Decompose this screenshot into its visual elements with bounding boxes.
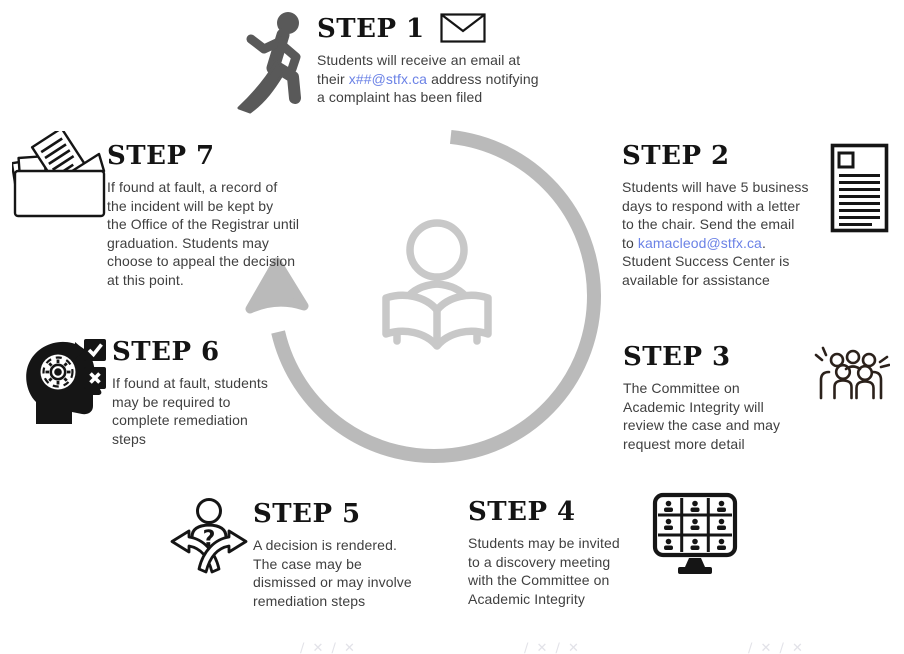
arrow-right-icon: [62, 342, 85, 359]
step-4-desc: Students may be invited to a discovery m…: [468, 534, 673, 608]
step-6-block: STEP 6 If found at fault, students may b…: [112, 337, 307, 448]
folder-documents-icon: [12, 131, 106, 218]
running-person-icon: [237, 12, 301, 114]
step-4-title: STEP 4: [468, 497, 576, 527]
committee-people-icon: [814, 346, 890, 400]
step-4-desc-text: Students may be invited to a discovery m…: [468, 535, 620, 607]
step-7-desc-text: If found at fault, a record of the incid…: [107, 179, 300, 288]
step-4-block: STEP 4 Students may be invited to a disc…: [468, 497, 673, 608]
step-5-desc-text: A decision is rendered. The case may be …: [253, 537, 412, 609]
meeting-participants: [664, 500, 726, 550]
head-gear-checklist-icon: [26, 339, 106, 424]
decision-paths-person-icon: ?: [170, 498, 248, 574]
step-2-email-link[interactable]: kamacleod@stfx.ca: [637, 234, 762, 251]
step-5-title: STEP 5: [253, 499, 361, 529]
step-1-email-link[interactable]: x##@stfx.ca: [348, 70, 428, 87]
cycle-graphic: [245, 129, 601, 463]
watermark-x-marks: ∕ ✕ ∕ ✕: [748, 641, 805, 654]
step-1-desc: Students will receive an email at their …: [317, 51, 567, 107]
step-1-title: STEP 1: [317, 14, 425, 44]
step-7-desc: If found at fault, a record of the incid…: [107, 178, 347, 289]
video-meeting-monitor-icon: [652, 492, 738, 574]
question-mark: ?: [203, 527, 216, 552]
step-3-block: STEP 3 The Committee on Academic Integri…: [623, 342, 808, 453]
step-2-title: STEP 2: [622, 141, 730, 171]
step-2-desc-pre: Students will have 5 business days to re…: [622, 179, 809, 251]
watermark-x-marks: ∕ ✕ ∕ ✕: [524, 641, 581, 654]
step-2-block: STEP 2 Students will have 5 business day…: [622, 141, 837, 289]
step-2-desc-post: . Student Success Center is available fo…: [622, 234, 790, 288]
step-7-title: STEP 7: [107, 141, 215, 171]
step-6-title: STEP 6: [112, 337, 220, 367]
step-7-block: STEP 7 If found at fault, a record of th…: [107, 141, 347, 289]
arrowhead-up: [245, 257, 309, 314]
reading-person-icon: [382, 219, 492, 350]
step-1-desc-post: address notifying a complaint has been f…: [317, 70, 539, 106]
envelope-icon: [440, 13, 486, 43]
circular-cycle-arrow: [245, 129, 601, 463]
watermark-x-marks: ∕ ✕ ∕ ✕: [300, 641, 357, 654]
step-1-block: STEP 1 Students will receive an email at…: [317, 14, 567, 107]
step-2-desc: Students will have 5 business days to re…: [622, 178, 837, 289]
step-5-desc: A decision is rendered. The case may be …: [253, 536, 448, 610]
step-6-desc: If found at fault, students may be requi…: [112, 374, 307, 448]
step-6-desc-text: If found at fault, students may be requi…: [112, 375, 269, 447]
step-3-title: STEP 3: [623, 342, 731, 372]
step-5-block: STEP 5 A decision is rendered. The case …: [253, 499, 448, 610]
step-3-desc: The Committee on Academic Integrity will…: [623, 379, 808, 453]
letter-document-icon: [830, 143, 889, 233]
step-1-desc-pre: Students will receive an email at their: [317, 52, 521, 87]
step-3-desc-text: The Committee on Academic Integrity will…: [623, 380, 781, 452]
